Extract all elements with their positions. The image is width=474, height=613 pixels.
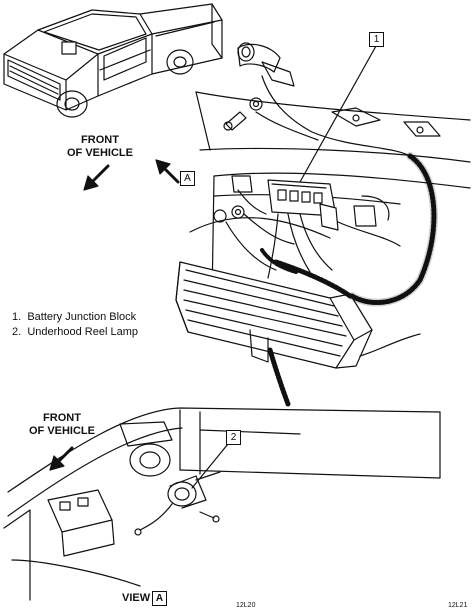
view-letter-box: A: [152, 591, 167, 606]
callout-2-leader: [191, 443, 229, 489]
callout-2-number: 2: [230, 432, 237, 443]
legend-item-number: 2.: [12, 326, 22, 338]
figure-code-right: 12L21: [448, 602, 468, 609]
callout-1-leader: [299, 45, 377, 183]
callout-1: 1: [369, 32, 384, 47]
legend-item: 2. Underhood Reel Lamp: [12, 325, 138, 340]
callout-2: 2: [226, 430, 241, 445]
figure-code-left: 12L20: [236, 602, 256, 609]
front-of-vehicle-label-bottom: FRONT OF VEHICLE: [28, 412, 95, 437]
legend-item-text: Underhood Reel Lamp: [27, 326, 138, 338]
direction-arrow-icon: [83, 164, 110, 191]
legend-item-number: 1.: [12, 311, 22, 323]
front-of-vehicle-label-top: FRONT OF VEHICLE: [66, 134, 133, 159]
view-ref-box: A: [180, 171, 195, 186]
legend-item-text: Battery Junction Block: [27, 311, 137, 323]
view-letter: A: [155, 593, 164, 604]
callout-1-number: 1: [373, 34, 380, 45]
legend-item: 1. Battery Junction Block: [12, 310, 138, 325]
pickup-truck-locator-icon: [3, 3, 223, 118]
view-label: VIEW: [122, 592, 150, 604]
legend: 1. Battery Junction Block 2. Underhood R…: [12, 310, 138, 340]
view-arrow-icon: [155, 159, 180, 184]
view-word: VIEW: [122, 592, 151, 604]
view-ref-letter: A: [184, 173, 191, 184]
